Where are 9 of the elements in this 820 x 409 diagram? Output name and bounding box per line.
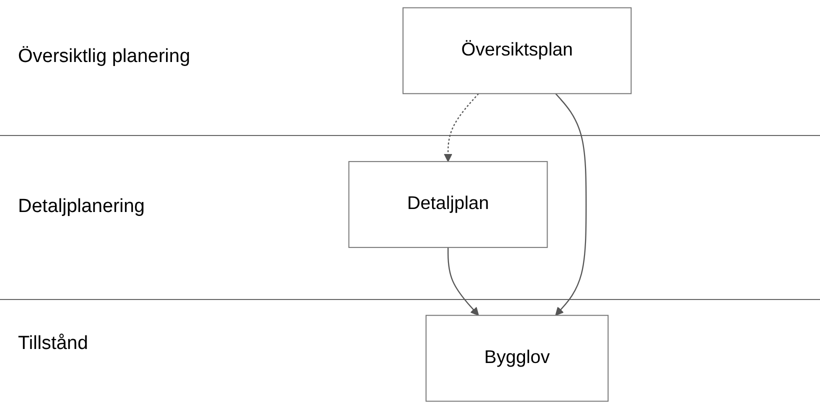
lane-label: Översiktlig planering [18, 46, 192, 68]
node-box: Bygglov [426, 314, 609, 402]
node-box: Detaljplan [348, 161, 548, 248]
arrow [447, 247, 479, 316]
lane-label: Detaljplanering [18, 196, 146, 218]
arrow [444, 93, 479, 162]
node-box: Översiktsplan [402, 7, 632, 94]
arrow [555, 93, 587, 316]
lane-label: Tillstånd [18, 332, 90, 354]
